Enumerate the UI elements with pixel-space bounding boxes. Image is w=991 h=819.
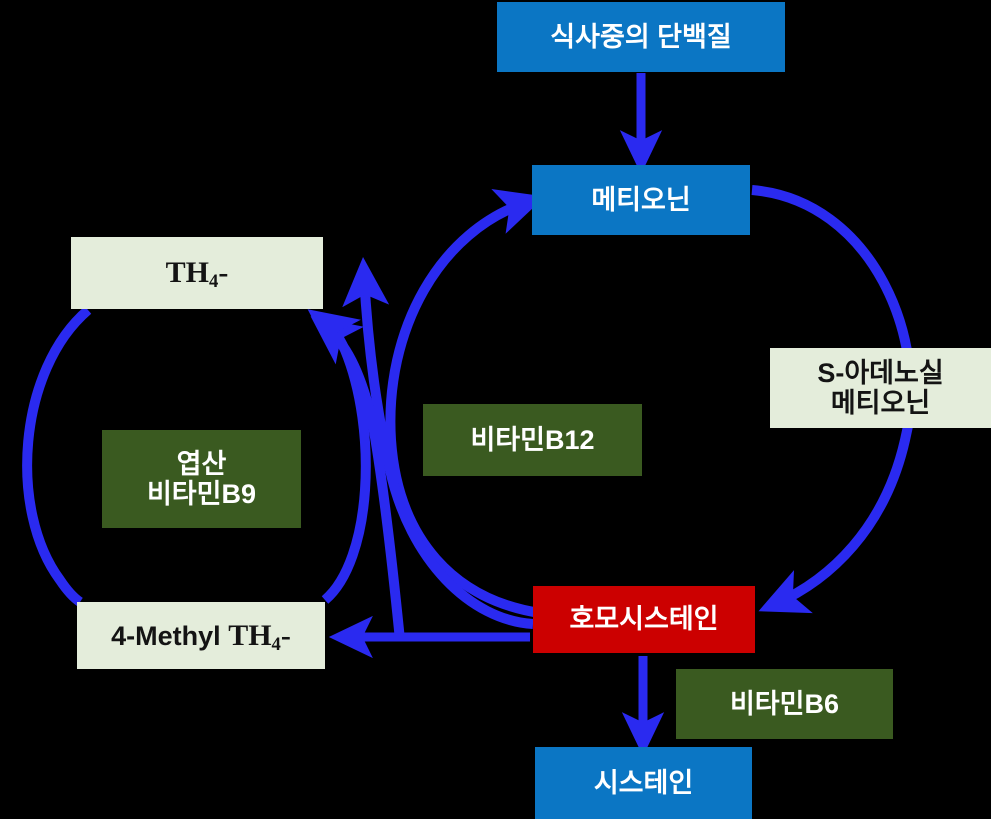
node-4-methyl-th4[interactable]: 4-Methyl TH4-	[77, 602, 325, 669]
node-homocysteine[interactable]: 호모시스테인	[533, 586, 755, 653]
arrow-methyl-th4-circle-right	[307, 309, 371, 604]
node-cysteine-label: 시스테인	[593, 767, 694, 798]
arrow-th4-to-methyl-th4	[22, 306, 92, 607]
node-homocysteine-label: 호모시스테인	[569, 604, 719, 635]
node-th4-label: TH4-	[165, 256, 229, 293]
arrow-homocysteine-to-th4	[342, 257, 534, 629]
node-vitamin-b6[interactable]: 비타민B6	[676, 669, 893, 739]
arrow-homocysteine-to-methionine	[385, 189, 546, 618]
node-th4[interactable]: TH4-	[71, 237, 323, 309]
node-methionine-label: 메티오닌	[591, 184, 691, 215]
node-vitamin-b6-label: 비타민B6	[729, 688, 840, 719]
node-cysteine[interactable]: 시스테인	[535, 747, 752, 819]
node-dietary-protein[interactable]: 식사중의 단백질	[497, 2, 785, 72]
node-methionine[interactable]: 메티오닌	[532, 165, 750, 235]
node-4-methyl-th4-label: 4-Methyl TH4-	[111, 618, 291, 655]
node-vitamin-b12[interactable]: 비타민B12	[423, 404, 642, 476]
node-vitamin-b12-label: 비타민B12	[470, 424, 595, 455]
node-dietary-protein-label: 식사중의 단백질	[550, 21, 732, 52]
